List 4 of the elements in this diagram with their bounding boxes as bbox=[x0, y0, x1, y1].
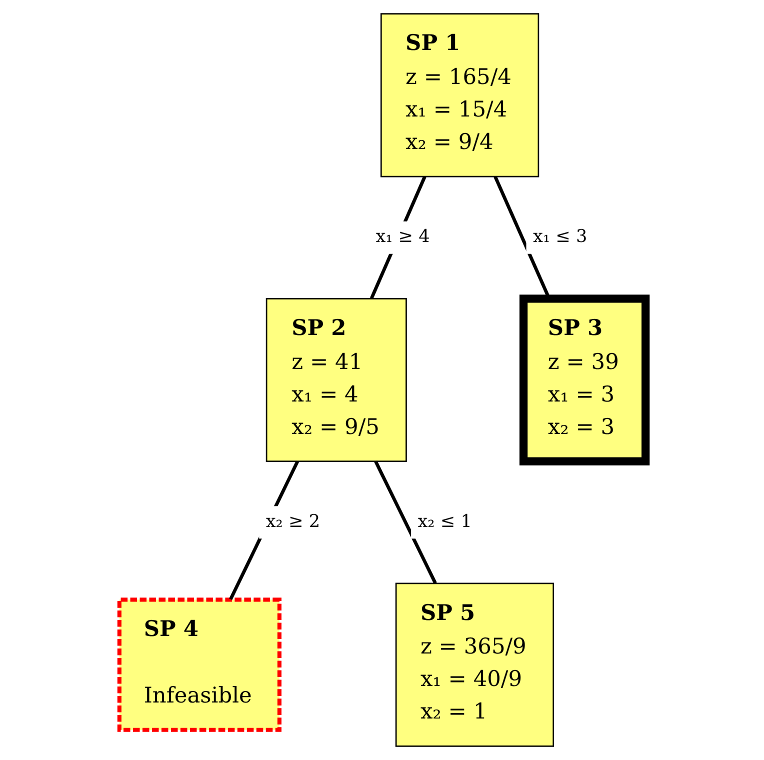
edge-label: x₁ ≤ 3 bbox=[532, 227, 587, 248]
edge-label: x₂ ≥ 2 bbox=[265, 512, 320, 532]
edge-label: x₁ ≥ 4 bbox=[375, 227, 430, 248]
edge-label: x₂ ≤ 1 bbox=[417, 512, 472, 532]
